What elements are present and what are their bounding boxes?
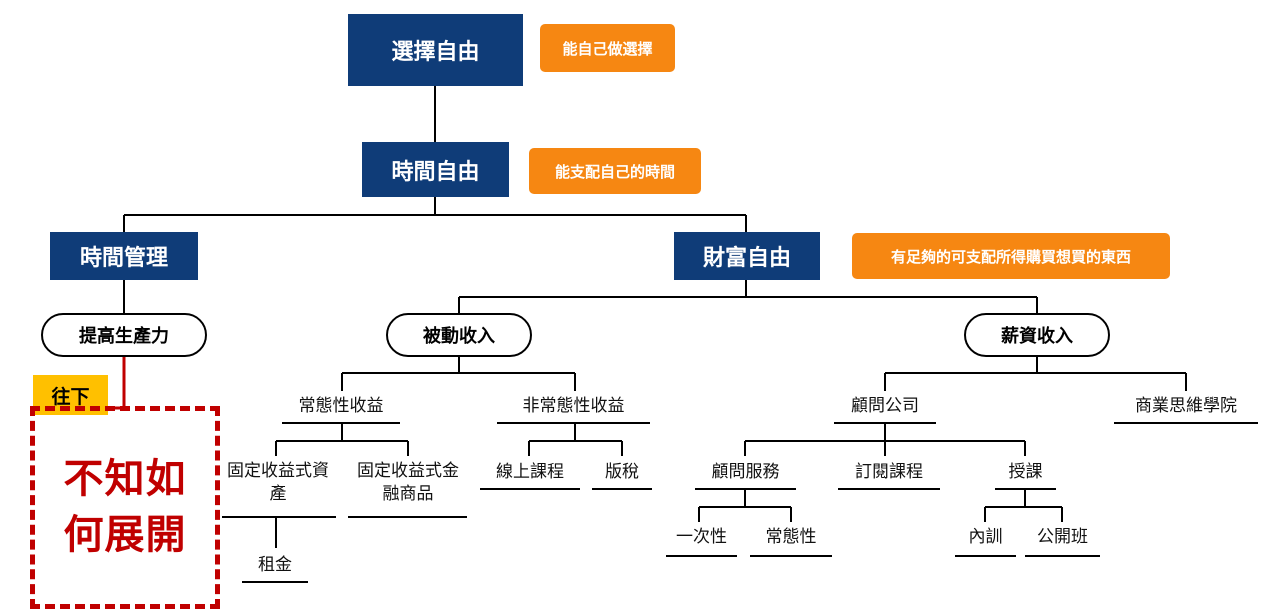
rent-label: 租金 xyxy=(258,555,292,575)
royalty-label: 版稅 xyxy=(605,462,639,482)
freedom-of-choice-box: 選擇自由 xyxy=(348,14,523,86)
wealth-freedom-box: 財富自由 xyxy=(674,232,820,280)
time-management-box: 時間管理 xyxy=(50,232,198,280)
one-time-label: 一次性 xyxy=(676,527,727,547)
productivity-pill: 提高生產力 xyxy=(41,313,207,357)
fixed-financial-product-label: 固定收益式金融商品 xyxy=(357,461,459,504)
internal-training-label: 內訓 xyxy=(968,527,1003,547)
fixed-asset-label: 固定收益式資產 xyxy=(227,461,329,504)
time-freedom-note: 能支配自己的時間 xyxy=(529,148,701,194)
salary-income-pill: 薪資收入 xyxy=(964,313,1110,357)
callout-text-line1: 不知如 xyxy=(63,456,187,502)
passive-income-pill: 被動收入 xyxy=(386,313,532,357)
business-academy-label: 商業思維學院 xyxy=(1135,396,1237,416)
unknown-expansion-callout xyxy=(30,406,220,609)
teaching-label: 授課 xyxy=(1008,462,1043,482)
subscription-course-label: 訂閱課程 xyxy=(855,462,923,482)
time-freedom-box: 時間自由 xyxy=(362,142,509,197)
freedom-of-choice-note: 能自己做選擇 xyxy=(540,24,675,72)
public-class-label: 公開班 xyxy=(1037,527,1088,547)
irregular-income-label: 非常態性收益 xyxy=(522,396,625,416)
callout-text-line2: 何展開 xyxy=(63,512,187,558)
online-course-label: 線上課程 xyxy=(496,462,564,482)
regular-income-label: 常態性收益 xyxy=(298,396,384,416)
wealth-freedom-note: 有足夠的可支配所得購買想買的東西 xyxy=(852,233,1170,279)
consulting-company-label: 顧問公司 xyxy=(851,396,919,416)
recurring-label: 常態性 xyxy=(765,527,817,547)
consulting-service-label: 顧問服務 xyxy=(711,462,780,482)
